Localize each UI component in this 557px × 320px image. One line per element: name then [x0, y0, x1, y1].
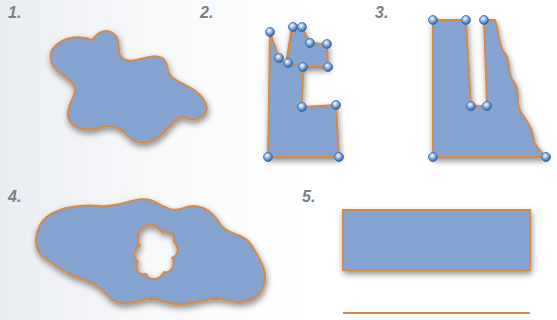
callout-number: 2. [200, 4, 213, 22]
polygon-shape [433, 20, 546, 157]
callout-number: 4. [8, 188, 21, 206]
vertex-dots [264, 16, 551, 162]
callout-number: 1. [8, 4, 21, 22]
callout-number: 3. [375, 4, 388, 22]
freeform-region-with-hole [36, 199, 265, 304]
freeform-blob [51, 31, 207, 143]
rectangle-shape [343, 210, 530, 270]
polygon-shape [268, 26, 339, 157]
callout-number: 5. [302, 188, 315, 206]
baseline [343, 312, 530, 314]
